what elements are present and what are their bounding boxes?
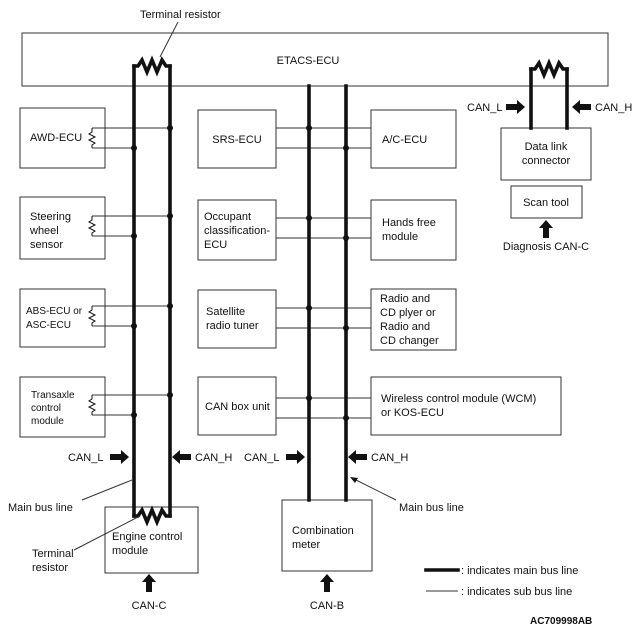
radio-cd-box: Radio and CD plyer or Radio and CD chang… <box>370 288 457 351</box>
can-arrows-left: CAN_L CAN_H <box>68 450 232 464</box>
legend: : indicates main bus line : indicates su… <box>424 565 578 598</box>
transaxle-label-1: Transaxle <box>31 390 75 401</box>
can-b-arrow: CAN-B <box>310 574 344 612</box>
main-bus-left-callout: Main bus line <box>8 479 133 514</box>
ecu-internal-resistors <box>87 128 97 415</box>
combination-meter-box: Combination meter <box>281 499 373 572</box>
etacs-ecu-label: ETACS-ECU <box>277 55 340 67</box>
data-link-connector-box: Data link connector <box>500 127 592 181</box>
engine-control-module-box: Engine control module <box>104 506 199 574</box>
steering-label-3: sensor <box>30 239 63 251</box>
awd-ecu-box: AWD-ECU <box>19 107 106 169</box>
radio-label-3: Radio and <box>380 321 430 333</box>
abs-label-2: ASC-ECU <box>26 320 71 331</box>
radio-label-2: CD plyer or <box>380 307 436 319</box>
wireless-label-2: or KOS-ECU <box>381 407 444 419</box>
transaxle-label-2: control <box>31 403 61 414</box>
transaxle-label-3: module <box>31 416 64 427</box>
main-bus-left-label: Main bus line <box>8 502 73 514</box>
sub-bus-middle-group <box>276 127 371 419</box>
main-bus-right-label: Main bus line <box>399 502 464 514</box>
can-l-dlc-label: CAN_L <box>467 102 502 114</box>
occupant-ecu-box: Occupant classification- ECU <box>197 199 277 261</box>
handsfree-label-1: Hands free <box>382 217 436 229</box>
combination-label-1: Combination <box>292 525 354 537</box>
can-l-middle-label: CAN_L <box>244 452 279 464</box>
ac-ecu-box: A/C-ECU <box>370 109 457 169</box>
can-arrows-middle: CAN_L CAN_H <box>244 450 408 464</box>
legend-sub-label: : indicates sub bus line <box>461 586 572 598</box>
wireless-control-box: Wireless control module (WCM) or KOS-ECU <box>370 376 562 436</box>
abs-ecu-box: ABS-ECU or ASC-ECU <box>19 288 106 348</box>
radio-label-4: CD changer <box>380 335 439 347</box>
combination-label-2: meter <box>292 539 320 551</box>
ac-ecu-label: A/C-ECU <box>382 134 427 146</box>
can-c-label: CAN-C <box>132 600 167 612</box>
occupant-label-3: ECU <box>204 239 227 251</box>
main-bus-right-callout: Main bus line <box>350 477 464 514</box>
awd-ecu-label: AWD-ECU <box>30 132 82 144</box>
can-arrows-dlc: CAN_L CAN_H <box>467 100 632 114</box>
scan-tool-box: Scan tool <box>510 185 583 219</box>
terminal-resistor-top-label: Terminal resistor <box>140 9 221 21</box>
legend-main-label: : indicates main bus line <box>461 565 578 577</box>
etacs-ecu-box: ETACS-ECU <box>21 32 609 87</box>
abs-label-1: ABS-ECU or <box>26 306 83 317</box>
radio-label-1: Radio and <box>380 293 430 305</box>
handsfree-label-2: module <box>382 231 418 243</box>
satellite-label-2: radio tuner <box>206 320 259 332</box>
occupant-label-2: classification- <box>204 225 270 237</box>
junction-dots <box>131 125 349 421</box>
hands-free-box: Hands free module <box>370 199 457 261</box>
terminal-resistor-bottom-label-1: Terminal <box>32 548 74 560</box>
diagnosis-label: Diagnosis CAN-C <box>503 241 589 253</box>
terminal-resistor-top-right <box>529 58 569 80</box>
terminal-resistor-top-callout: Terminal resistor <box>140 9 221 58</box>
terminal-resistor-bottom-label-2: resistor <box>32 562 68 574</box>
srs-ecu-box: SRS-ECU <box>197 109 277 169</box>
steering-sensor-box: Steering wheel sensor <box>19 196 106 260</box>
srs-ecu-label: SRS-ECU <box>212 134 262 146</box>
can-h-dlc-label: CAN_H <box>595 102 632 114</box>
satellite-tuner-box: Satellite radio tuner <box>197 289 277 349</box>
satellite-label-1: Satellite <box>206 306 245 318</box>
engine-label-2: module <box>112 545 148 557</box>
can-l-left-label: CAN_L <box>68 452 103 464</box>
can-b-label: CAN-B <box>310 600 344 612</box>
main-bus-lines <box>132 64 569 518</box>
sub-bus-left-group <box>92 127 170 416</box>
wireless-label-1: Wireless control module (WCM) <box>381 393 536 405</box>
diagnosis-arrow: Diagnosis CAN-C <box>503 220 589 253</box>
can-box-unit-label: CAN box unit <box>205 401 270 413</box>
can-h-left-label: CAN_H <box>195 452 232 464</box>
dlc-label-1: Data link <box>525 141 568 153</box>
figure-code: AC709998AB <box>530 616 592 627</box>
can-h-middle-label: CAN_H <box>371 452 408 464</box>
occupant-label-1: Occupant <box>204 211 251 223</box>
dlc-label-2: connector <box>522 155 571 167</box>
can-c-arrow: CAN-C <box>132 574 167 612</box>
transaxle-box: Transaxle control module <box>19 376 106 438</box>
terminal-resistor-top-left <box>132 55 172 77</box>
terminal-resistor-bottom <box>132 505 172 527</box>
steering-label-1: Steering <box>30 211 71 223</box>
steering-label-2: wheel <box>29 225 59 237</box>
scan-tool-label: Scan tool <box>523 197 569 209</box>
terminal-resistor-bottom-callout: Terminal resistor <box>32 515 141 574</box>
can-box-unit-box: CAN box unit <box>197 376 277 436</box>
engine-label-1: Engine control <box>112 531 182 543</box>
